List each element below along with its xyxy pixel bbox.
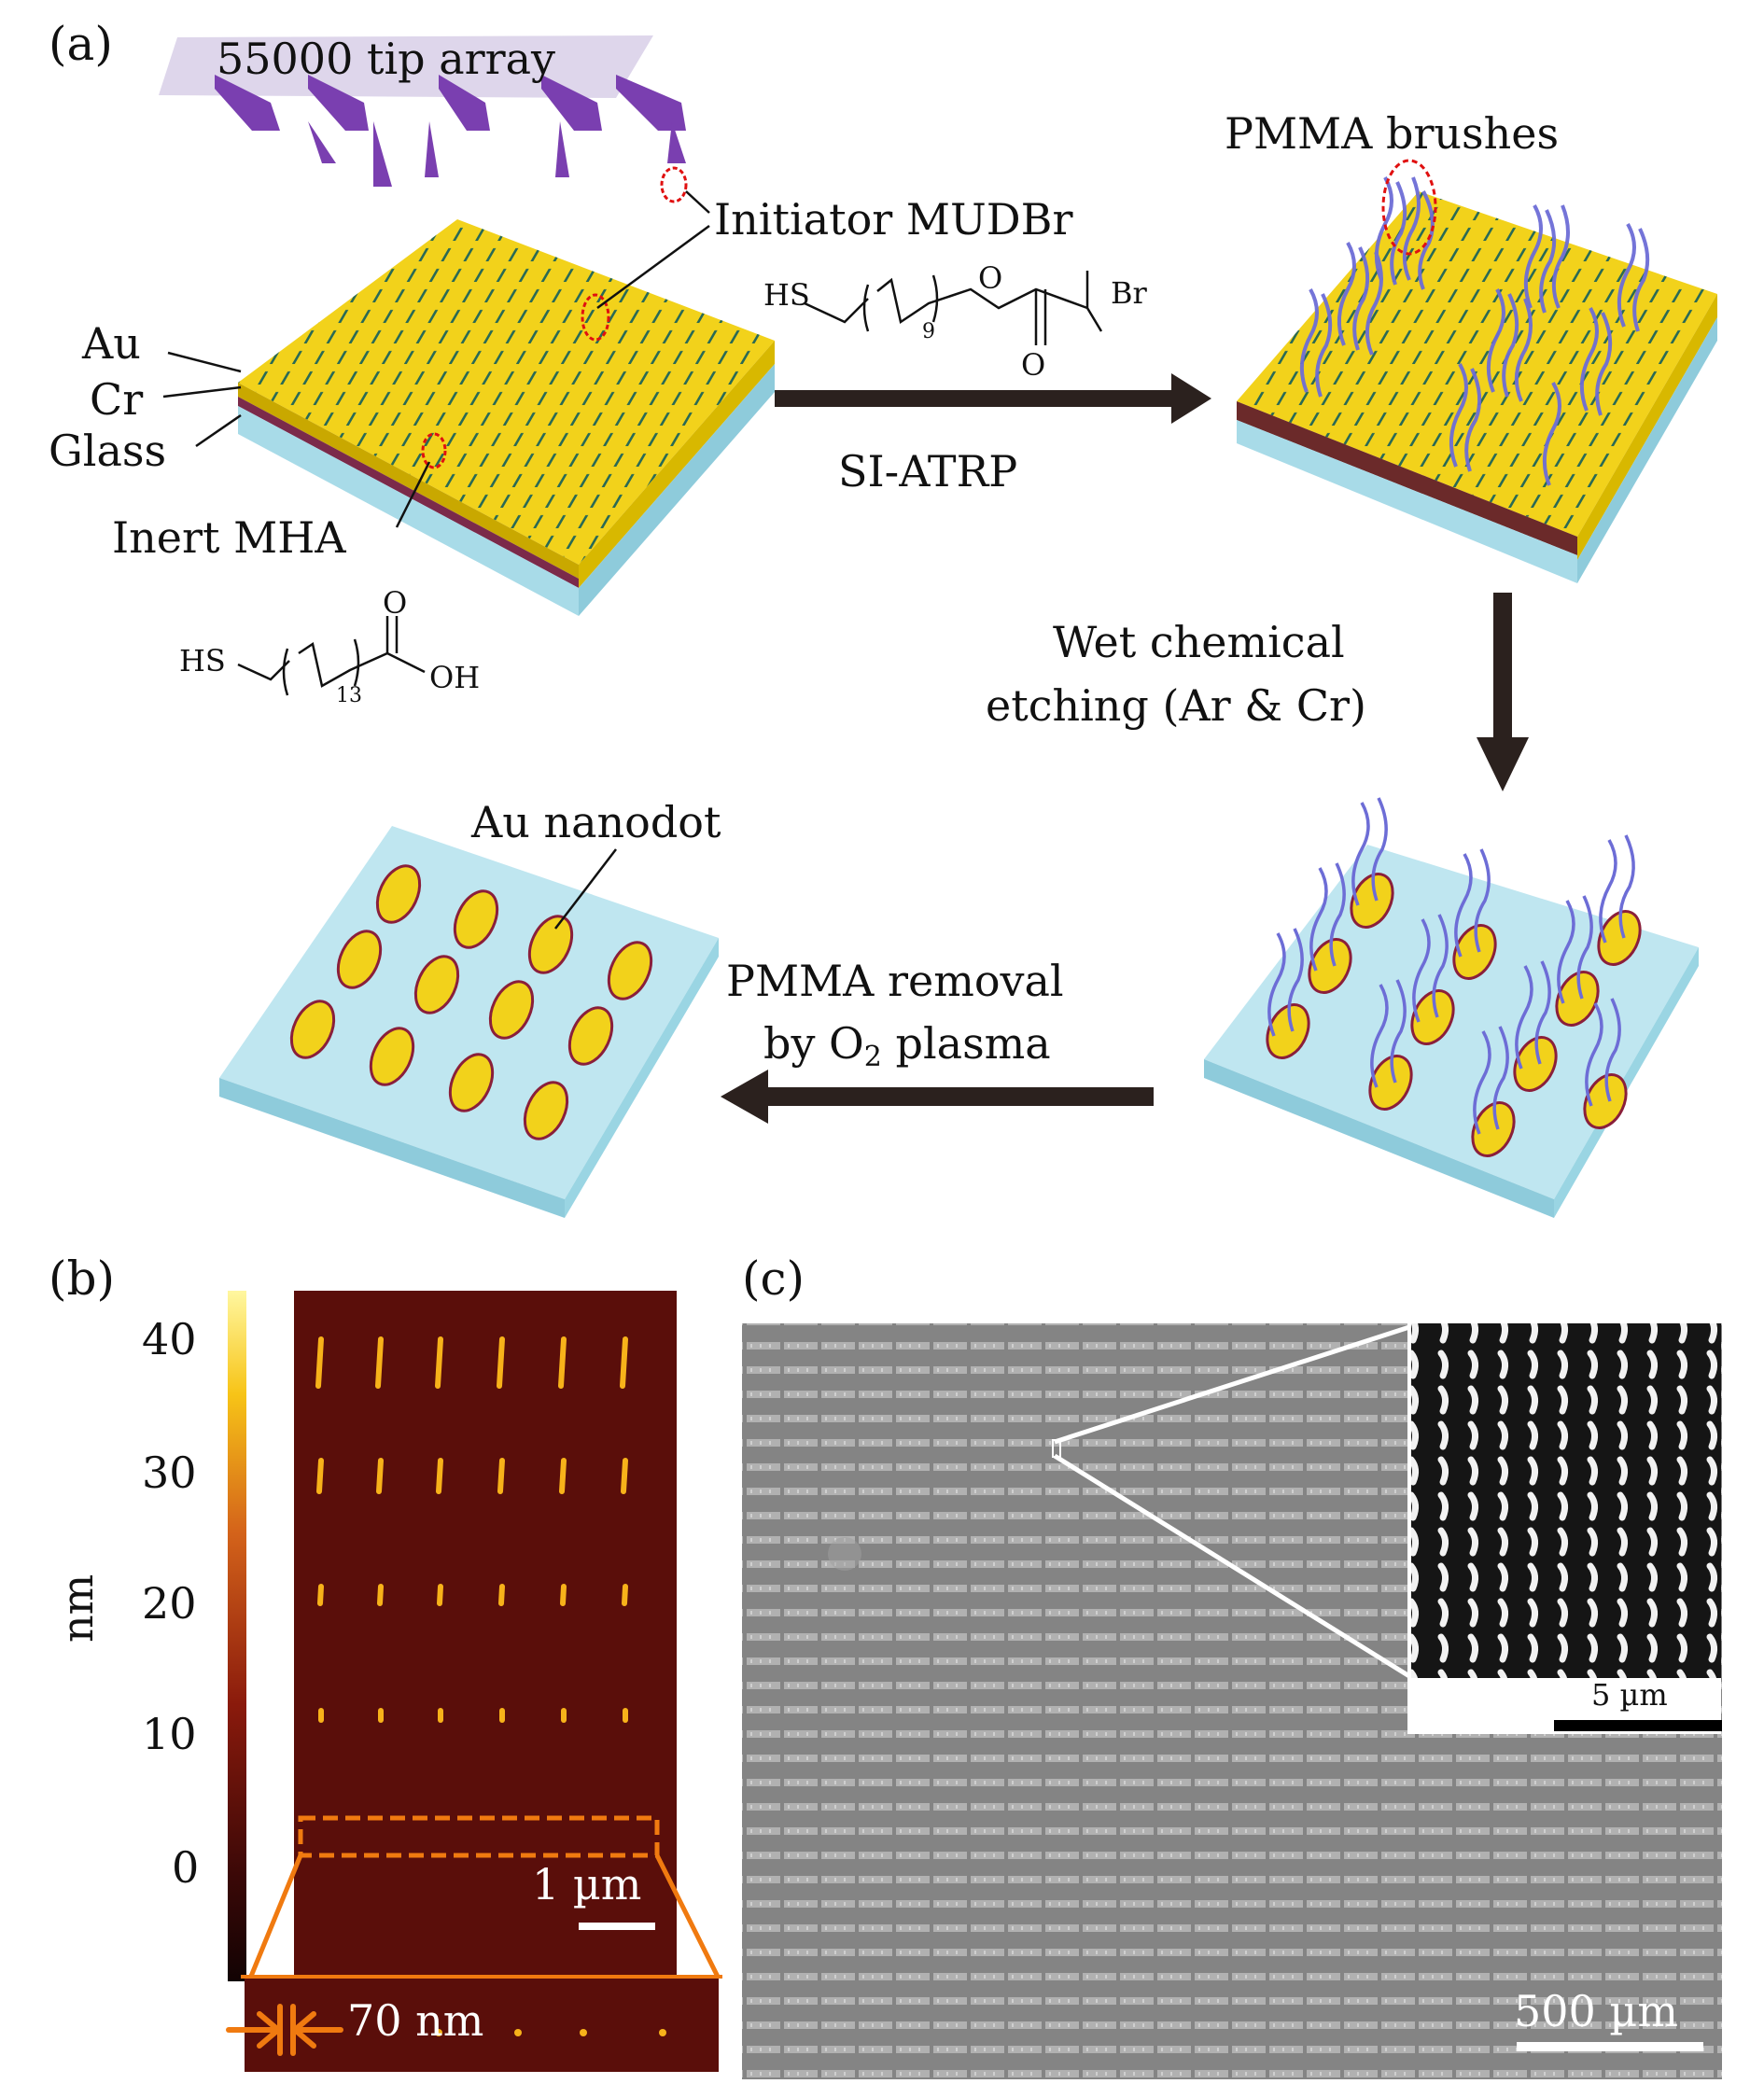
mudbr-ester-oxygen: O: [978, 260, 1003, 296]
colorbar-tick-20: 20: [142, 1578, 197, 1629]
panel-b-letter: (b): [49, 1252, 116, 1306]
mha-subscript: 13: [336, 684, 362, 707]
step-si-atrp: SI-ATRP: [838, 446, 1018, 497]
step-etching-line2: etching (Ar & Cr): [986, 680, 1366, 731]
arrow-si-atrp: [775, 373, 1211, 424]
substrate-pmma-brushes: [1237, 159, 1717, 583]
tip-array-label: 55000 tip array: [217, 34, 556, 84]
mudbr-carbonyl-oxygen: O: [1021, 347, 1046, 383]
colorbar-tick-0: 0: [172, 1842, 200, 1893]
colorbar-tick-10: 10: [142, 1709, 197, 1759]
afm-scale-bar-label: 1 µm: [532, 1859, 642, 1909]
initiator-label: Initiator MUDBr: [714, 194, 1073, 245]
sem-image: [742, 1323, 1722, 2079]
zoom-width-label: 70 nm: [347, 1995, 484, 2046]
pmma-brushes-label: PMMA brushes: [1225, 108, 1560, 159]
mha-hydroxyl: OH: [429, 660, 481, 695]
afm-zoom: [226, 1853, 722, 2072]
mha-structure: [237, 616, 426, 696]
colorbar-tick-30: 30: [142, 1448, 197, 1498]
inset-scale-label: 5 µm: [1591, 1677, 1668, 1713]
afm-image: [294, 1291, 677, 1981]
mudbr-structure: [804, 271, 1103, 345]
arrow-etching: [1477, 593, 1529, 791]
mha-hs: HS: [179, 643, 226, 678]
step-pmma-removal-line2: by O2 plasma: [763, 1018, 1051, 1073]
layer-cr-label: Cr: [90, 374, 144, 425]
panel-a-letter: (a): [49, 17, 113, 71]
sem-scale-bar-label: 500 µm: [1514, 1986, 1678, 2036]
mudbr-hs: HS: [763, 277, 810, 313]
colorbar-unit-label: nm: [52, 1573, 103, 1643]
tip-array: [159, 35, 688, 203]
mha-oxygen: O: [383, 585, 408, 621]
afm-colorbar: [228, 1291, 246, 1981]
mudbr-subscript: 9: [922, 320, 935, 343]
layer-au-label: Au: [82, 318, 141, 369]
layer-glass-label: Glass: [49, 426, 167, 476]
step-etching-line1: Wet chemical: [1053, 617, 1345, 667]
step-pmma-removal-line1: PMMA removal: [726, 956, 1064, 1006]
substrate-initiator-pattern: [238, 219, 775, 616]
mudbr-bromine: Br: [1111, 275, 1147, 311]
substrate-au-nanodots: [219, 826, 719, 1218]
substrate-etched: [1204, 797, 1699, 1218]
inert-mha-label: Inert MHA: [112, 512, 346, 563]
colorbar-tick-40: 40: [142, 1314, 197, 1364]
arrow-pmma-removal: [721, 1070, 1154, 1124]
panel-c-letter: (c): [742, 1252, 805, 1306]
au-nanodot-label: Au nanodot: [471, 797, 721, 847]
pointer-arrows: [162, 190, 710, 528]
